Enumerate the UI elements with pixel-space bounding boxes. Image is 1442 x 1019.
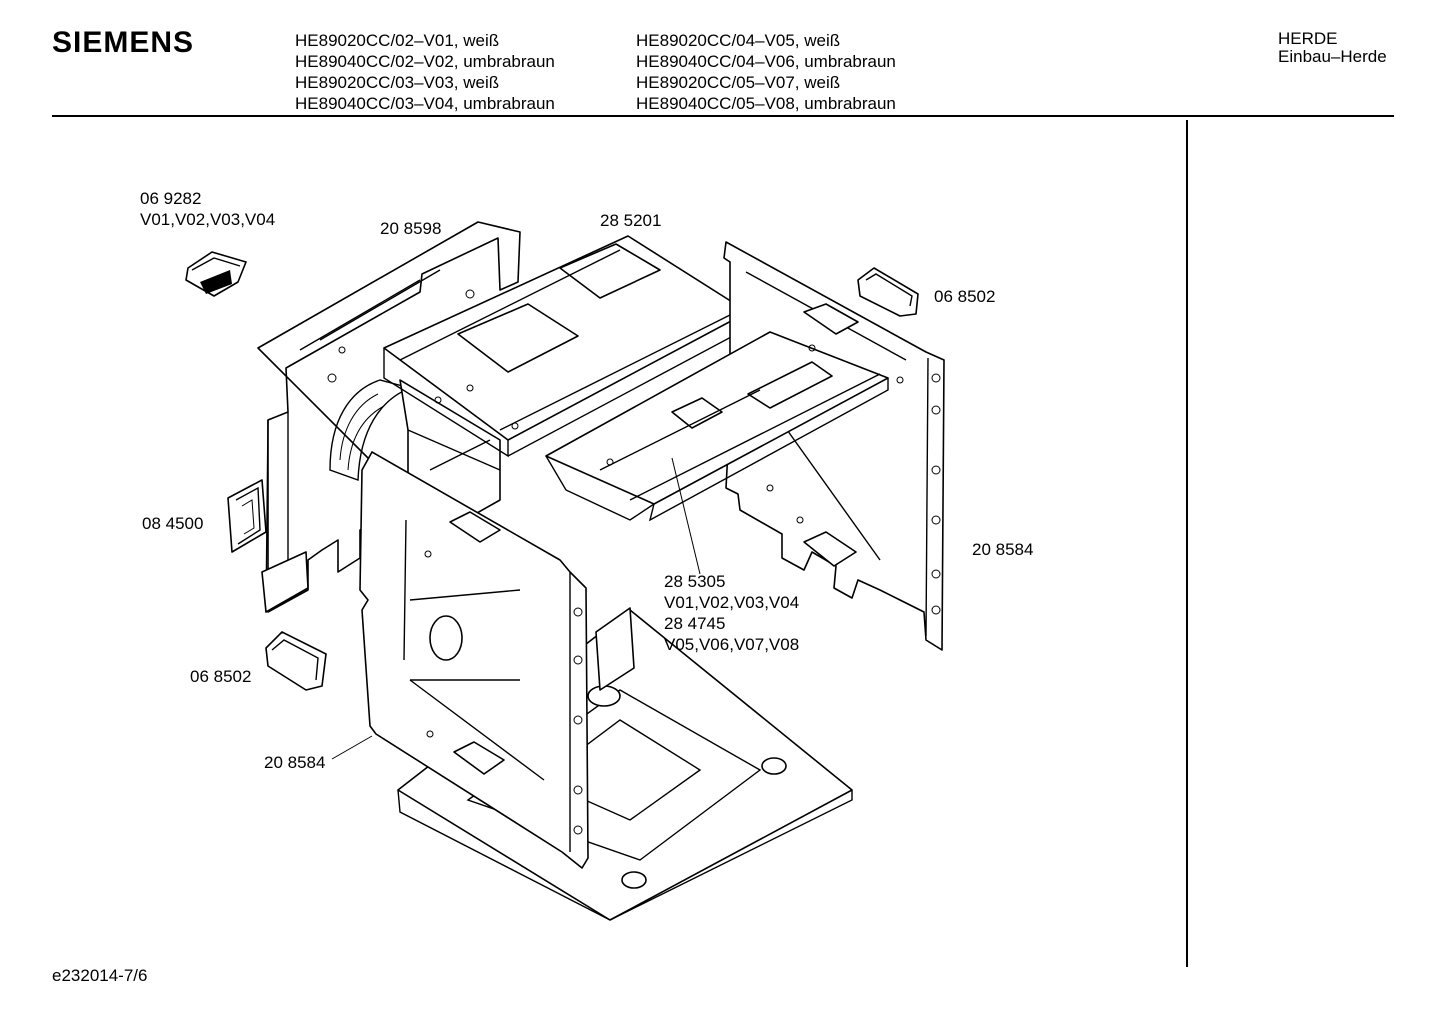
side-divider (1186, 120, 1188, 967)
oven-base (397, 607, 853, 921)
category-subtitle: Einbau–Herde (1278, 47, 1387, 66)
model-line: HE89040CC/02–V02, umbrabraun (295, 52, 555, 71)
part-variants: V01,V02,V03,V04 (664, 593, 800, 612)
part-label-208584-left: 20 8584 (264, 753, 326, 772)
bracket-part-084500 (227, 479, 267, 553)
handle-part-068502-top (857, 267, 919, 317)
model-line: HE89020CC/05–V07, weiß (636, 73, 841, 92)
part-variants: V05,V06,V07,V08 (664, 635, 800, 654)
part-label-208598: 20 8598 (380, 219, 442, 238)
drawing-id: e232014-7/6 (52, 966, 148, 985)
part-label-285201: 28 5201 (600, 211, 662, 230)
model-line: HE89020CC/02–V01, weiß (295, 31, 500, 50)
leader-lines (331, 457, 701, 760)
model-list-right: HE89020CC/04–V05, weiß HE89040CC/04–V06,… (636, 30, 896, 114)
model-list-left: HE89020CC/02–V01, weiß HE89040CC/02–V02,… (295, 30, 555, 114)
model-line: HE89040CC/03–V04, umbrabraun (295, 94, 555, 113)
model-line: HE89040CC/05–V08, umbrabraun (636, 94, 896, 113)
model-line: HE89020CC/04–V05, weiß (636, 31, 841, 50)
model-line: HE89020CC/03–V03, weiß (295, 73, 500, 92)
part-label-285305-284745: 28 5305 V01,V02,V03,V04 28 4745 V05,V06,… (664, 571, 799, 655)
model-line: HE89040CC/04–V06, umbrabraun (636, 52, 896, 71)
front-side-panel (359, 451, 589, 869)
part-label-069282: 06 9282 V01,V02,V03,V04 (140, 188, 275, 230)
clip-part-069282 (185, 251, 247, 297)
part-label-084500: 08 4500 (142, 514, 204, 533)
part-number: 06 9282 (140, 189, 202, 208)
handle-part-068502-bottom (265, 631, 327, 691)
category-title: HERDE (1278, 29, 1338, 48)
left-side-wall (257, 221, 521, 613)
part-label-208584-right: 20 8584 (972, 540, 1034, 559)
part-label-068502-top: 06 8502 (934, 287, 996, 306)
part-number: 28 4745 (664, 614, 726, 633)
category-block: HERDE Einbau–Herde (1278, 30, 1387, 66)
part-number: 28 5305 (664, 572, 726, 591)
part-variants: V01,V02,V03,V04 (140, 210, 276, 229)
part-label-068502-bottom: 06 8502 (190, 667, 252, 686)
middle-rack (545, 331, 889, 522)
header-divider (52, 115, 1394, 117)
brand-logo: SIEMENS (52, 26, 195, 59)
